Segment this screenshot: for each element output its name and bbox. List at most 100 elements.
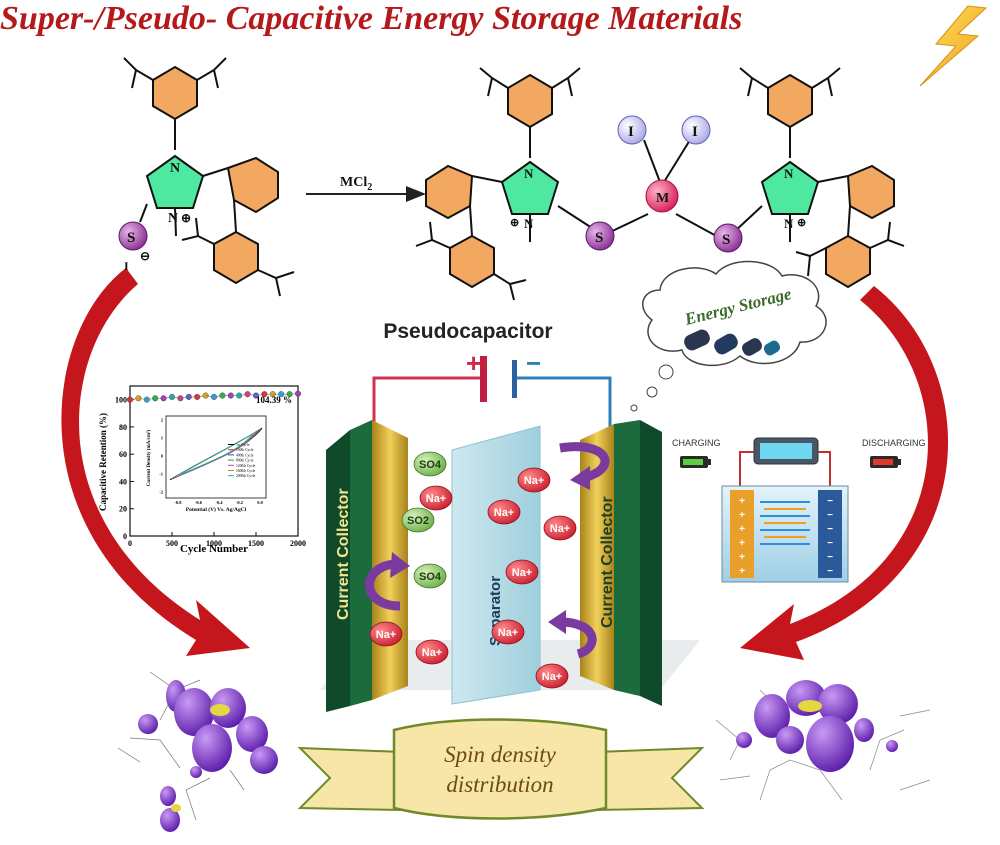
cv-legend-label: 1600th Cycle (236, 469, 256, 473)
cv-ytick-label: 2 (161, 418, 164, 423)
chart-point (177, 395, 184, 402)
iodine-atom-1 (617, 115, 647, 145)
banner-line-1: Spin density (444, 742, 557, 767)
spin-density-banner: Spin density distribution (297, 718, 705, 820)
cv-xtick-label: -0.4 (215, 500, 223, 505)
minus-charge: − (827, 524, 833, 535)
minus-charge: − (827, 496, 833, 507)
pseudocapacitor: Pseudocapacitor + − Current Collector Se… (320, 320, 700, 712)
cycle-arrow-left (365, 559, 401, 611)
ligand-structure (123, 57, 295, 297)
complex-i2: I (692, 124, 698, 140)
ion-bubble (491, 619, 525, 645)
lightning-icon (919, 5, 988, 87)
pseudocapacitor-title: Pseudocapacitor (383, 320, 552, 343)
cv-legend-label: 1st Cycle (236, 443, 250, 447)
ion-label: Na+ (542, 671, 563, 683)
plus-charge: + (739, 524, 745, 535)
na-ion-right-4: Na+ (491, 619, 525, 645)
ion-label: Na+ (550, 523, 571, 535)
cv-xtick-label: -0.2 (236, 500, 244, 505)
retention-annotation: 104.39 % (256, 395, 292, 405)
energy-storage-thought: Energy Storage (630, 260, 827, 412)
chart-ytick-label: 80 (119, 423, 127, 432)
cv-ytick-label: 0 (161, 454, 164, 459)
ion-label: Na+ (422, 647, 443, 659)
ion-bubble (419, 485, 453, 511)
complex-metal: M (656, 191, 669, 206)
so-ion-left-0: SO4 (413, 451, 447, 477)
ion-label: Na+ (498, 627, 519, 639)
cv-legend-label: 2000th Cycle (236, 474, 256, 478)
cv-xtick-label: 0.0 (257, 500, 263, 505)
chart-xtick-label: 0 (128, 539, 132, 548)
cv-curve (178, 432, 255, 476)
plus-charge: + (739, 496, 745, 507)
iodine-atom-2 (681, 115, 711, 145)
plus-sign: + (466, 348, 481, 378)
cv-ytick-label: -2 (159, 490, 163, 495)
left-collector-label: Current Collector (335, 488, 352, 620)
chart-xtick-label: 1000 (206, 539, 222, 548)
minus-charge: − (827, 538, 833, 549)
ion-label: Na+ (524, 475, 545, 487)
ion-bubble (413, 563, 447, 589)
discharging-label: DISCHARGING (862, 438, 926, 448)
complex-structure (415, 67, 905, 301)
complex-i1: I (628, 124, 634, 140)
red-curved-arrow-left (61, 268, 250, 656)
chart-point (236, 392, 243, 399)
ion-bubble (535, 663, 569, 689)
cv-legend-label: 800th Cycle (236, 459, 254, 463)
cv-xtick-label: -0.6 (195, 500, 203, 505)
so-ion-left-2: SO2 (401, 507, 435, 533)
spin-density-right (715, 680, 931, 801)
ion-bubble (401, 507, 435, 533)
complex-n-right-top: N (784, 166, 794, 181)
ligand-s: S (127, 230, 135, 246)
na-ion-right-3: Na+ (505, 559, 539, 585)
complex-n-left-bottom: N (524, 216, 534, 231)
ion-bubble (517, 467, 551, 493)
plus-charge: + (739, 538, 745, 549)
chart-point (194, 393, 201, 400)
ion-bubble (543, 515, 577, 541)
chart-ytick-label: 20 (119, 505, 127, 514)
ion-label: Na+ (512, 567, 533, 579)
na-ion-right-0: Na+ (517, 467, 551, 493)
plus-charge: + (739, 566, 745, 577)
minus-charge: − (827, 552, 833, 563)
reagent-label: MCl2 (340, 175, 372, 193)
chart-ytick-label: 60 (119, 450, 127, 459)
plus-charge: + (739, 510, 745, 521)
na-ion-right-2: Na+ (543, 515, 577, 541)
ligand-iodide: I (124, 259, 129, 273)
right-collector-label: Current Collector (599, 496, 616, 628)
ion-bubble (505, 559, 539, 585)
ion-label: Na+ (494, 507, 515, 519)
cv-legend-label: 100th Cycle (236, 448, 254, 452)
ligand-minus: ⊖ (140, 249, 150, 263)
cv-ytick-label: 1 (161, 436, 164, 441)
complex-s-left: S (595, 230, 603, 246)
chart-ytick-label: 0 (123, 532, 127, 541)
chart-ylabel: Capacitive Retention (%) (98, 413, 108, 511)
inset-xlabel: Potential (V) Vs. Ag/AgCl (186, 506, 247, 513)
ligand-plus: ⊕ (181, 211, 191, 225)
na-ion-right-1: Na+ (487, 499, 521, 525)
charging-label: CHARGING (672, 438, 721, 448)
ion-bubble (369, 621, 403, 647)
so-ion-left-3: SO4 (413, 563, 447, 589)
ion-bubble (415, 639, 449, 665)
ion-label: SO4 (419, 459, 442, 471)
na-ion-right-5: Na+ (535, 663, 569, 689)
complex-plus-right: ⊕ (797, 217, 806, 229)
chart-ytick-label: 40 (119, 477, 127, 486)
cycle-arrow-right-top (559, 442, 610, 483)
ion-bubble (413, 451, 447, 477)
plus-charge: + (739, 552, 745, 563)
cv-legend-label: 1200th Cycle (236, 464, 256, 468)
red-curved-arrow-right (740, 286, 949, 660)
